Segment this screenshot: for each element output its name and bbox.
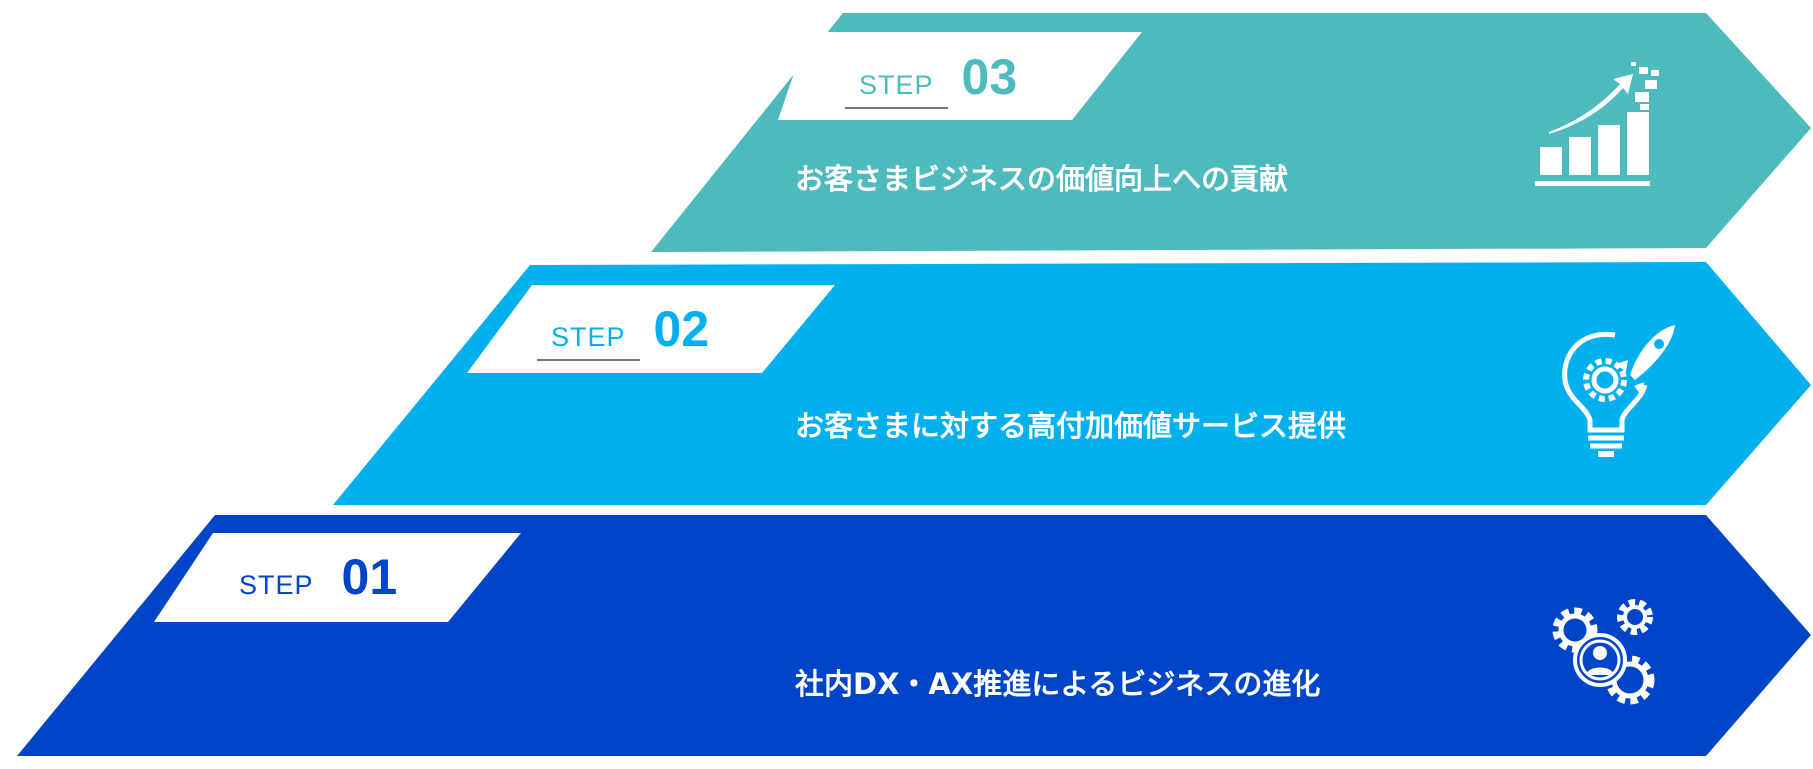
step-03-label-box xyxy=(778,32,1142,120)
gears-person-icon xyxy=(1552,599,1655,705)
step-number: 02 xyxy=(653,301,710,357)
step-03-title: お客さまビジネスの価値向上への貢献 xyxy=(795,162,1289,196)
step-02-label-box xyxy=(467,285,835,373)
step-number: 01 xyxy=(341,549,398,605)
step-02-heading: STEP 02 xyxy=(537,300,709,361)
lightbulb-rocket-icon xyxy=(1562,325,1675,457)
step-01-title: 社内DX・AX推進によるビジネスの進化 xyxy=(795,667,1321,701)
step-number: 03 xyxy=(961,49,1018,105)
step-01-label-box xyxy=(154,533,521,622)
step-label: STEP xyxy=(239,570,314,600)
step-01-heading: STEP 01 xyxy=(225,548,397,607)
step-03-heading: STEP 03 xyxy=(845,48,1017,109)
step-02-title: お客さまに対する高付加価値サービス提供 xyxy=(795,409,1347,443)
growth-chart-icon xyxy=(1535,62,1659,186)
step-label: STEP xyxy=(845,70,948,109)
step-label: STEP xyxy=(537,322,640,361)
